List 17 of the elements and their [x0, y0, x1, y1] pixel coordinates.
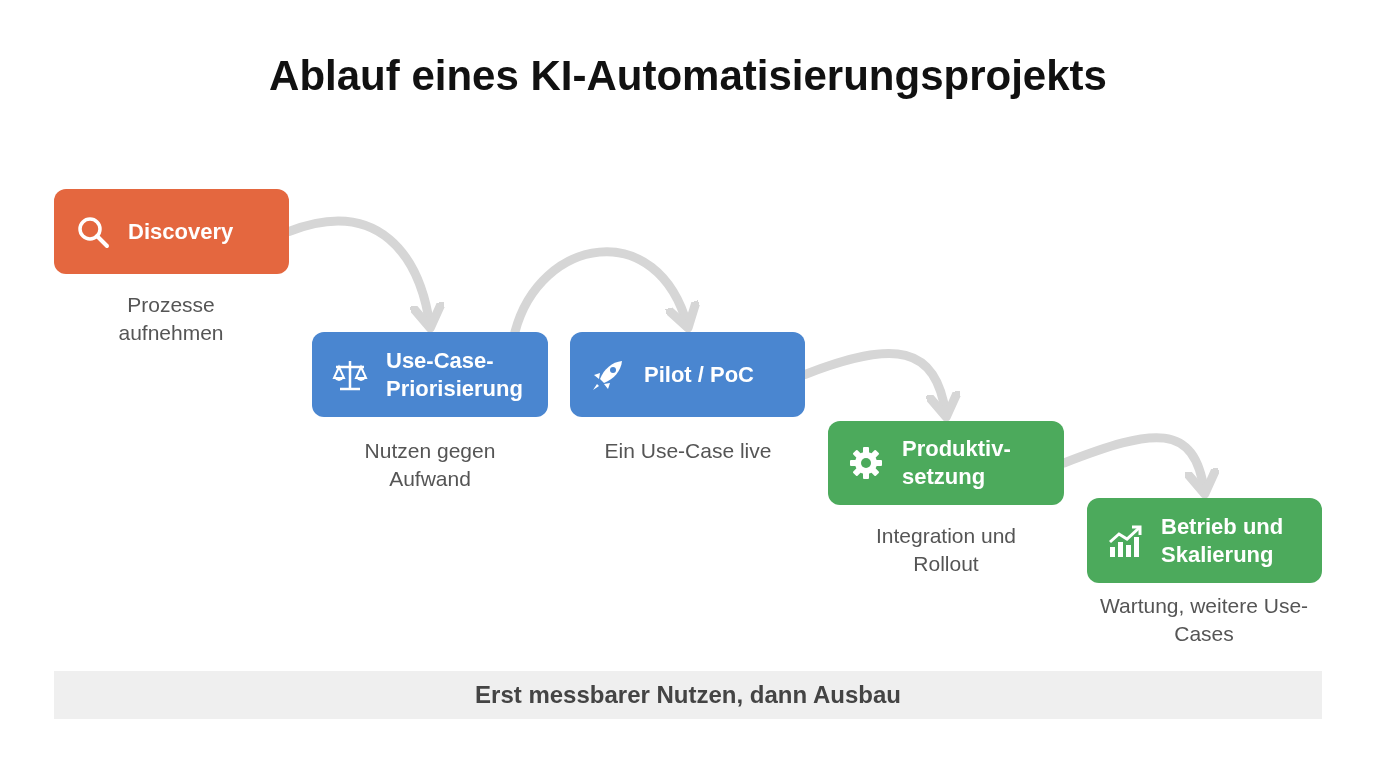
step-label: Betrieb und Skalierung [1161, 512, 1285, 569]
process-box [828, 421, 1064, 505]
process-box [54, 189, 289, 274]
summary-text: Erst messbarer Nutzen, dann Ausbau [475, 681, 901, 709]
step-description: Wartung, weitere Use-Cases [1099, 593, 1309, 647]
step-description: Integration und Rollout [874, 523, 1018, 577]
step-description: Nutzen gegen Aufwand [363, 438, 497, 492]
process-box [1087, 498, 1322, 583]
step-description: Prozesse aufnehmen [117, 292, 225, 346]
diagram-title: Ablauf eines KI-Automatisierungsprojekts [268, 52, 1108, 100]
step-label: Pilot / PoC [644, 360, 754, 389]
step-label: Produktiv-setzung [902, 435, 1012, 491]
process-box [312, 332, 548, 417]
step-description: Ein Use-Case live [603, 438, 773, 464]
process-box [570, 332, 805, 417]
step-label: Use-Case-Priorisierung [386, 346, 524, 403]
step-label: Discovery [128, 217, 234, 246]
